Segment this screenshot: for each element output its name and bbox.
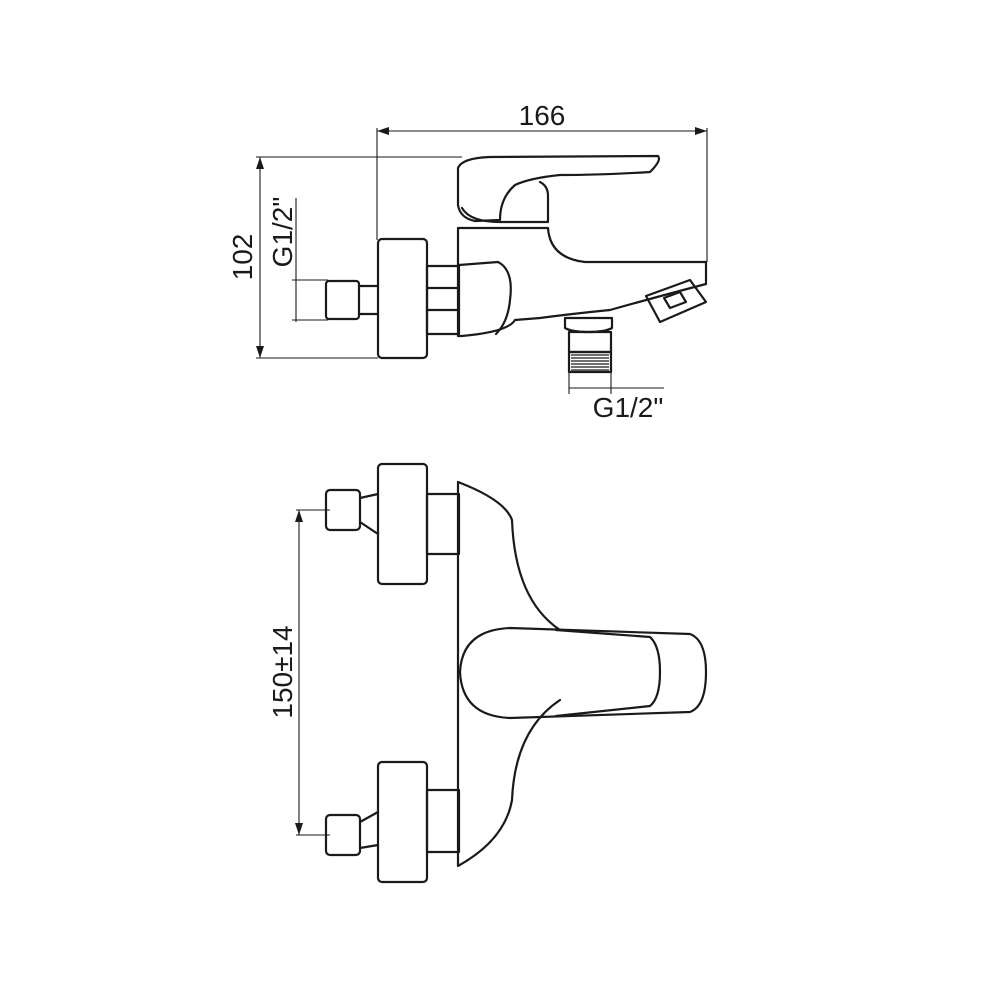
dimension-inlet-thread: G1/2" (267, 197, 328, 322)
dimension-height: 102 (227, 156, 462, 359)
dimension-inlet-thread-label: G1/2" (267, 197, 298, 268)
dimension-width-label: 166 (519, 100, 566, 131)
dimension-width: 166 (376, 100, 708, 262)
wall-flange (376, 237, 429, 360)
eccentric-connector (324, 279, 380, 321)
mixer-body (456, 226, 708, 338)
dimension-inlet-spacing-label: 150±14 (267, 625, 298, 718)
dimension-outlet-thread-label: G1/2" (593, 392, 664, 423)
front-view: 150±14 (267, 462, 708, 884)
upper-connector (324, 462, 461, 586)
coupling-nut (425, 264, 461, 336)
lever-handle-side (456, 154, 661, 223)
dimension-inlet-spacing: 150±14 (267, 509, 330, 836)
body-hex (457, 260, 512, 336)
mixer-body-front (456, 480, 562, 868)
side-view: 166 102 G1/2" (227, 100, 708, 423)
lower-connector (324, 760, 461, 884)
dimension-outlet-thread: G1/2" (568, 372, 664, 423)
spout-outlet (563, 316, 614, 374)
diverter-knob (644, 278, 708, 324)
lever-handle-front (458, 626, 708, 720)
dimension-height-label: 102 (227, 234, 258, 281)
